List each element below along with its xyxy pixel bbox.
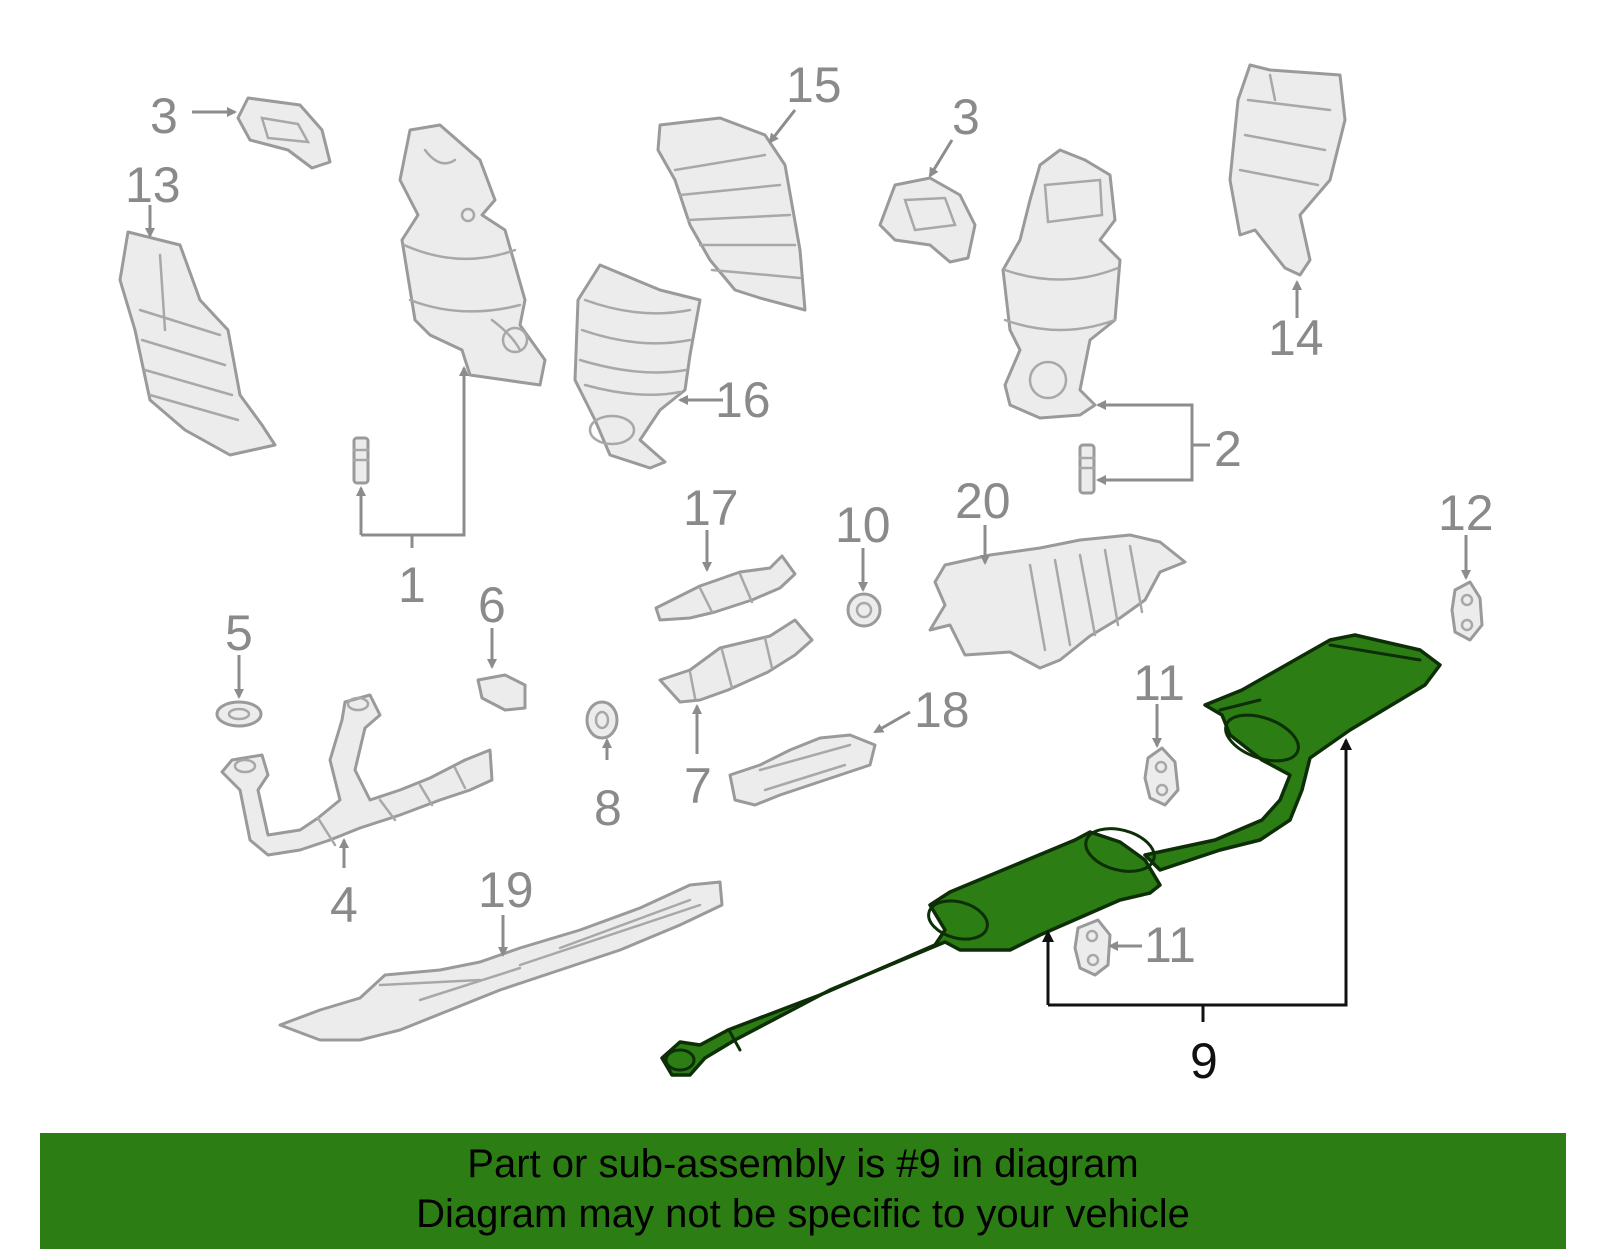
part-17-converter[interactable] [654, 554, 797, 622]
part-11-hanger-upper[interactable] [1143, 746, 1180, 807]
part-4-front-pipe[interactable] [220, 693, 494, 857]
callout-15: 15 [786, 57, 842, 113]
callout-4: 4 [330, 877, 358, 933]
callout-20: 20 [955, 473, 1011, 529]
callout-10: 10 [835, 497, 891, 553]
callout-5: 5 [225, 605, 253, 661]
part-1-catalytic-converter[interactable] [398, 123, 547, 387]
callout-16: 16 [715, 372, 771, 428]
part-info-banner: Part or sub-assembly is #9 in diagram Di… [40, 1133, 1566, 1249]
part-6-clip[interactable] [476, 673, 527, 712]
part-2-sensor[interactable] [1078, 443, 1096, 495]
callout-9: 9 [1190, 1033, 1218, 1089]
callout-13: 13 [125, 157, 181, 213]
callout-12: 12 [1438, 485, 1494, 541]
callout-3-left: 3 [150, 88, 178, 144]
callout-11-upper: 11 [1133, 655, 1185, 711]
part-15-upper-heat-shield[interactable] [656, 116, 807, 312]
callout-17: 17 [683, 480, 739, 536]
part-7-converter[interactable] [658, 618, 814, 704]
part-12-hanger[interactable] [1450, 580, 1484, 642]
banner-line-part: Part or sub-assembly is #9 in diagram [467, 1142, 1139, 1186]
callout-1: 1 [398, 557, 426, 613]
callout-6: 6 [478, 577, 506, 633]
part-5-gasket[interactable] [215, 700, 263, 728]
part-10-nut[interactable] [846, 592, 882, 628]
callout-3-right: 3 [952, 89, 980, 145]
callout-14: 14 [1268, 310, 1324, 366]
leader-lines-part-9 [1042, 738, 1352, 1022]
part-13-heat-shield[interactable] [118, 230, 277, 457]
part-20-heat-shield[interactable] [928, 533, 1187, 670]
callout-7: 7 [684, 758, 712, 814]
banner-line-disclaimer: Diagram may not be specific to your vehi… [416, 1192, 1190, 1236]
part-14-heat-shield[interactable] [1228, 63, 1347, 277]
callout-11-lower: 11 [1144, 917, 1196, 973]
part-9-muffler-assembly[interactable] [660, 633, 1442, 1077]
callout-18: 18 [914, 682, 970, 738]
part-2-catalytic-converter[interactable] [1001, 148, 1122, 420]
callout-19: 19 [478, 862, 534, 918]
callout-labels: 13 3 1 15 16 3 2 14 17 7 10 20 12 5 6 8 … [125, 57, 1494, 1089]
leader-lines [145, 107, 1471, 957]
part-16-lower-heat-shield[interactable] [573, 263, 702, 470]
part-11-hanger-lower[interactable] [1073, 918, 1112, 977]
callout-8: 8 [594, 780, 622, 836]
part-19-heat-shield[interactable] [278, 880, 724, 1042]
part-1-sensor[interactable] [352, 436, 370, 485]
part-8-gasket[interactable] [585, 700, 619, 740]
part-18-heat-shield[interactable] [728, 733, 877, 807]
part-3-gasket-left[interactable] [236, 96, 332, 170]
callout-2: 2 [1214, 421, 1242, 477]
part-3-gasket-right[interactable] [878, 176, 977, 264]
